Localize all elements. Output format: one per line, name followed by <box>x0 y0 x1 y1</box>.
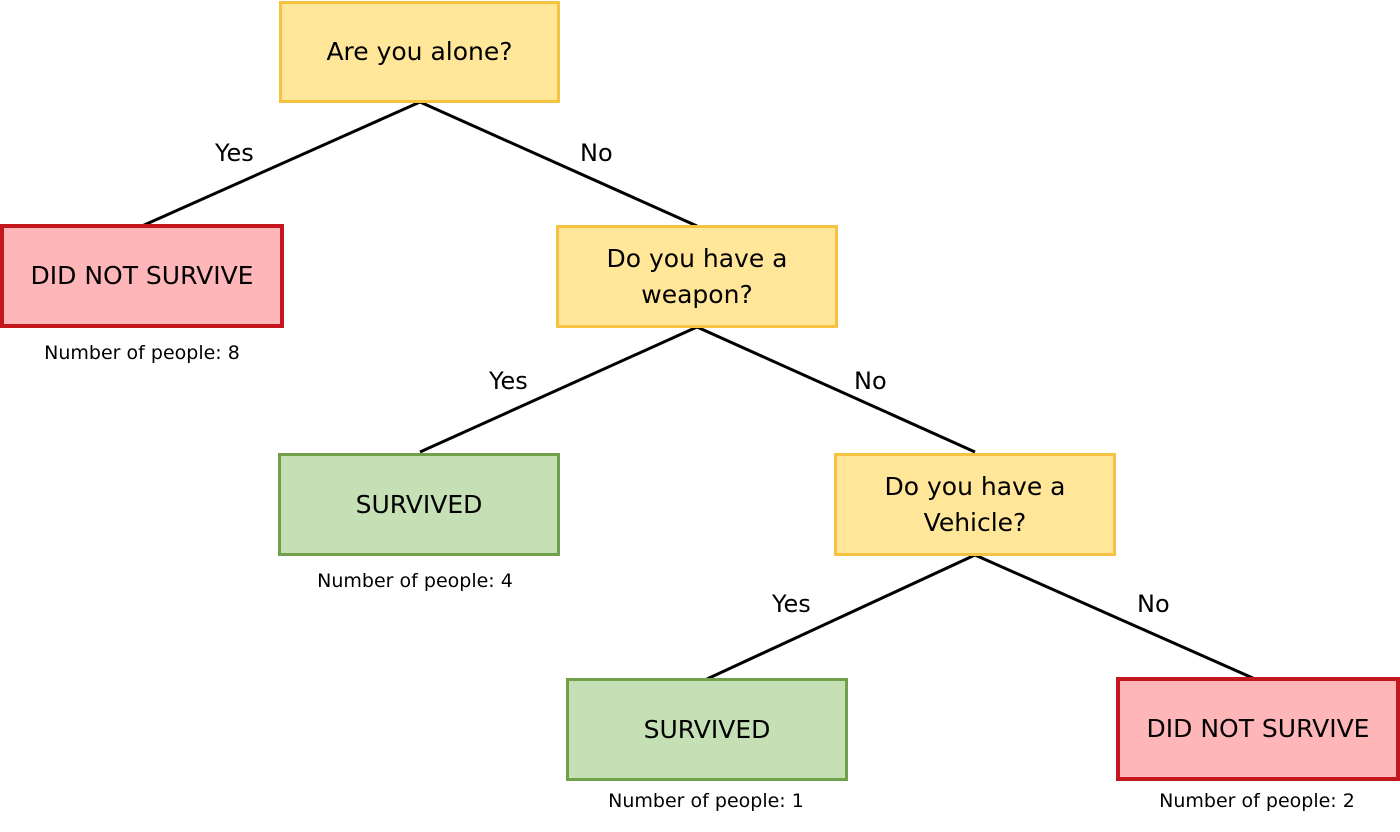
outcome-text-vehicle-no: DID NOT SURVIVE <box>1146 714 1370 743</box>
outcome-node-vehicle-yes: SURVIVED <box>566 678 848 781</box>
people-count-vehicle-yes: Number of people: 1 <box>608 790 804 812</box>
people-count-weapon-yes: Number of people: 4 <box>317 570 513 592</box>
edge-line-weapon-no <box>696 325 976 454</box>
question-node-alone: Are you alone? <box>279 1 560 103</box>
edge-line-alone-yes <box>141 100 421 228</box>
outcome-text-vehicle-yes: SURVIVED <box>643 714 771 744</box>
edge-label-vehicle-no: No <box>1137 590 1170 618</box>
edge-line-weapon-yes <box>419 325 698 454</box>
question-node-vehicle: Do you have a Vehicle? <box>834 453 1116 556</box>
outcome-text-weapon-yes: SURVIVED <box>355 489 483 519</box>
people-count-vehicle-no: Number of people: 2 <box>1159 790 1355 812</box>
edge-line-alone-no <box>419 100 698 228</box>
edge-label-weapon-no: No <box>854 367 887 395</box>
question-text-weapon: Do you have a weapon? <box>606 243 788 309</box>
outcome-node-vehicle-no: DID NOT SURVIVE <box>1116 677 1400 781</box>
edge-label-alone-yes: Yes <box>215 139 254 167</box>
edge-line-vehicle-no <box>974 553 1256 681</box>
edge-label-vehicle-yes: Yes <box>772 590 811 618</box>
question-text-alone: Are you alone? <box>326 37 513 66</box>
edge-label-weapon-yes: Yes <box>489 367 528 395</box>
outcome-text-alone-yes: DID NOT SURVIVE <box>30 261 254 290</box>
edge-label-alone-no: No <box>580 139 613 167</box>
edge-line-vehicle-yes <box>706 553 976 681</box>
question-text-vehicle: Do you have a Vehicle? <box>884 471 1066 537</box>
outcome-node-alone-yes: DID NOT SURVIVE <box>0 224 284 328</box>
question-node-weapon: Do you have a weapon? <box>556 225 838 328</box>
people-count-alone-yes: Number of people: 8 <box>44 342 240 364</box>
outcome-node-weapon-yes: SURVIVED <box>278 453 560 556</box>
